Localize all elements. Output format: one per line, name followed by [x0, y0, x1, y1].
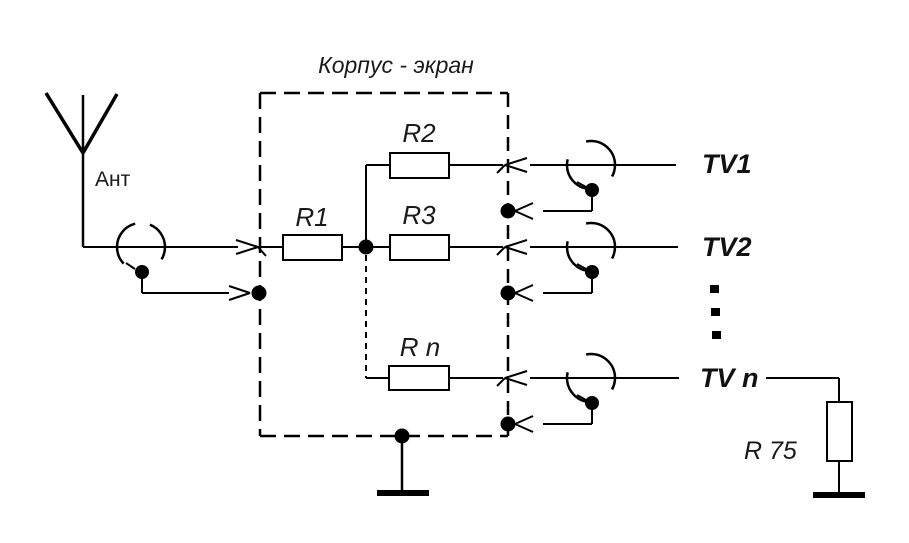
vertical-ellipsis-icon: ⋮	[710, 285, 721, 339]
tvn-coax-connector	[499, 352, 617, 434]
input-coax-connector	[115, 221, 267, 301]
resistor-r2-label: R2	[402, 118, 436, 148]
resistor-r3	[366, 234, 503, 261]
shield-box	[258, 91, 510, 438]
resistor-r75-label: R 75	[744, 437, 797, 465]
tv2-coax-connector	[499, 221, 617, 303]
tv2-label: TV2	[702, 232, 752, 262]
resistor-rn	[366, 365, 503, 391]
antenna-label: Ант	[95, 168, 131, 191]
resistor-r75	[766, 377, 853, 493]
resistor-rn-label: R n	[400, 332, 440, 362]
tv1-label: TV1	[702, 149, 752, 179]
resistor-r1	[258, 234, 359, 261]
shield-box-title: Корпус - экран	[318, 52, 474, 78]
resistor-r3-label: R3	[402, 200, 436, 230]
tvn-label: TV n	[700, 363, 759, 393]
tv1-coax-connector	[499, 139, 617, 221]
input-plug-chevron	[235, 239, 267, 257]
screen-ground-icon	[377, 428, 429, 496]
resistor-r2	[366, 152, 503, 179]
resistor-r1-label: R1	[295, 202, 328, 232]
antenna-icon	[44, 92, 119, 247]
